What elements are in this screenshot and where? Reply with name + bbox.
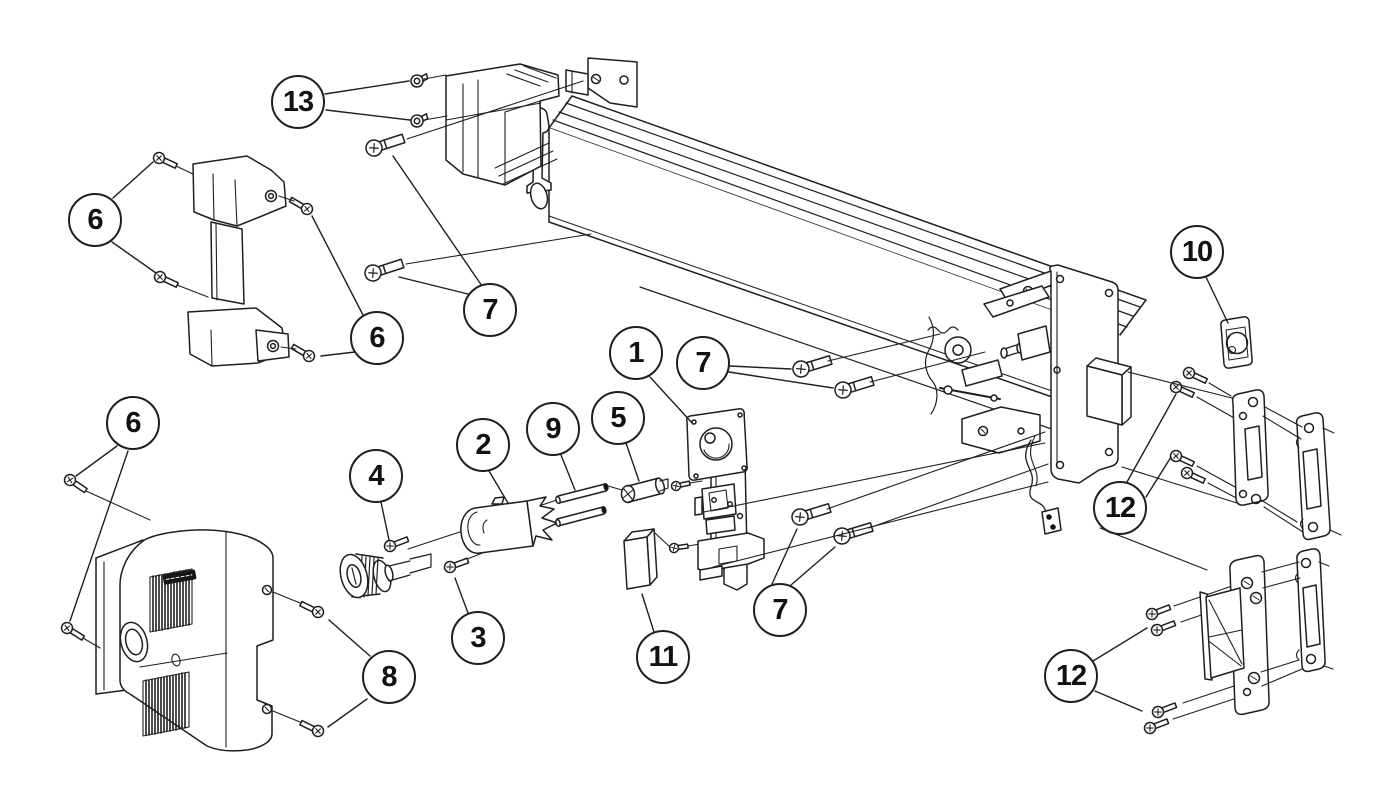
cover-clip [446, 64, 559, 185]
callout-7-upper: 7 [463, 283, 517, 337]
rail-top-hinge-bracket [566, 58, 637, 107]
callout-9: 9 [526, 402, 580, 456]
motor-housing-screws [58, 471, 327, 740]
spacer-coupler [622, 477, 669, 502]
callout-6-upper-left: 6 [68, 193, 122, 247]
elbow-cover-screws [150, 149, 318, 365]
knob-cylinder [336, 551, 431, 600]
motor-housing [96, 530, 273, 751]
keeper-lower [1100, 528, 1333, 736]
bracket-screws-small [668, 477, 702, 554]
callout-4: 4 [349, 449, 403, 503]
leader-lines [70, 81, 1228, 727]
guide-rods [555, 483, 622, 526]
callout-6-mid: 6 [350, 311, 404, 365]
wire-harness [1026, 436, 1061, 534]
callout-12-lower: 12 [1044, 649, 1098, 703]
callout-10: 10 [1170, 225, 1224, 279]
end-mounting-plate [1050, 265, 1118, 483]
callout-3: 3 [451, 611, 505, 665]
callout-13: 13 [271, 75, 325, 129]
lock-mechanism [926, 271, 1057, 453]
construction-axis-lines [406, 81, 1048, 567]
callout-5: 5 [591, 391, 645, 445]
face-plate-10 [1221, 317, 1252, 368]
housing-label [162, 569, 197, 585]
cap-nuts-13 [408, 71, 447, 130]
elbow-cover [188, 156, 289, 366]
callout-11: 11 [636, 630, 690, 684]
latch-bracket-assembly [687, 409, 764, 590]
callout-1: 1 [609, 326, 663, 380]
callout-7-mid: 7 [676, 336, 730, 390]
callout-8: 8 [362, 650, 416, 704]
rail-end-roller [528, 181, 550, 210]
latch-block [1087, 358, 1131, 425]
strike-plates-upper [1122, 364, 1341, 540]
callout-12-upper: 12 [1093, 481, 1147, 535]
callout-2: 2 [456, 418, 510, 472]
end-cap-11 [624, 529, 670, 589]
spindle-cradle [461, 497, 557, 553]
callout-6-lower-left: 6 [106, 396, 160, 450]
callout-7-lower: 7 [753, 583, 807, 637]
